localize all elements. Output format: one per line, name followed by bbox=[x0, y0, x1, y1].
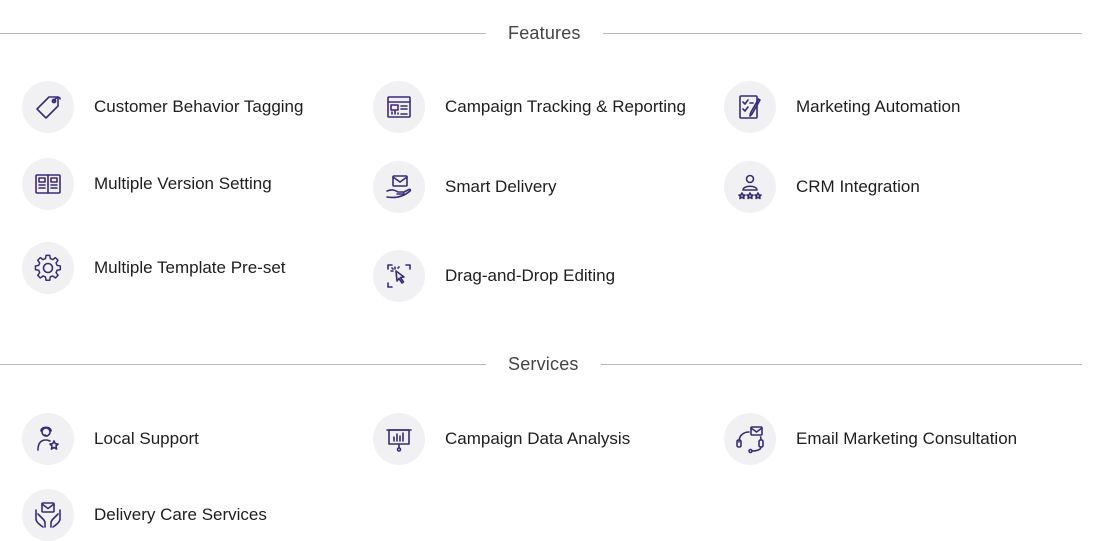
headset-mail-icon bbox=[724, 413, 776, 465]
checklist-icon bbox=[724, 81, 776, 133]
gear-icon bbox=[22, 242, 74, 294]
service-label: Email Marketing Consultation bbox=[796, 429, 1018, 448]
divider-line-right bbox=[602, 32, 1082, 34]
service-item-campaign-data-analysis: Campaign Data Analysis bbox=[373, 412, 630, 466]
feature-item-drag-and-drop-editing: Drag-and-Drop Editing bbox=[373, 249, 615, 303]
user-stars-icon bbox=[724, 161, 776, 213]
service-label: Campaign Data Analysis bbox=[445, 429, 631, 448]
divider-line-right bbox=[600, 363, 1082, 365]
feature-item-campaign-tracking: Campaign Tracking & Reporting bbox=[373, 80, 686, 134]
divider-line-left bbox=[0, 363, 486, 365]
hands-envelope-icon bbox=[22, 489, 74, 541]
feature-item-crm-integration: CRM Integration bbox=[724, 160, 920, 214]
feature-item-smart-delivery: Smart Delivery bbox=[373, 160, 556, 214]
service-item-local-support: Local Support bbox=[22, 412, 199, 466]
service-label: Delivery Care Services bbox=[94, 505, 267, 524]
services-title: Services bbox=[508, 353, 579, 374]
tag-icon bbox=[22, 81, 74, 133]
versions-icon bbox=[22, 158, 74, 210]
feature-label: Marketing Automation bbox=[796, 97, 961, 116]
feature-item-marketing-automation: Marketing Automation bbox=[724, 80, 960, 134]
feature-label: Multiple Version Setting bbox=[94, 174, 272, 193]
feature-item-multiple-version-setting: Multiple Version Setting bbox=[22, 157, 272, 211]
feature-label: CRM Integration bbox=[796, 177, 920, 196]
feature-label: Multiple Template Pre-set bbox=[94, 258, 286, 277]
services-divider: Services bbox=[0, 349, 1082, 379]
service-item-email-marketing-consultation: Email Marketing Consultation bbox=[724, 412, 1017, 466]
feature-item-customer-behavior-tagging: Customer Behavior Tagging bbox=[22, 80, 303, 134]
service-item-delivery-care-services: Delivery Care Services bbox=[22, 488, 267, 541]
hand-envelope-icon bbox=[373, 161, 425, 213]
feature-label: Drag-and-Drop Editing bbox=[445, 266, 616, 285]
service-label: Local Support bbox=[94, 429, 199, 448]
features-title: Features bbox=[508, 22, 581, 43]
divider-line-left bbox=[0, 32, 486, 34]
feature-item-multiple-template-preset: Multiple Template Pre-set bbox=[22, 241, 286, 295]
feature-label: Campaign Tracking & Reporting bbox=[445, 97, 686, 116]
feature-label: Customer Behavior Tagging bbox=[94, 97, 304, 116]
report-icon bbox=[373, 81, 425, 133]
cursor-click-icon bbox=[373, 250, 425, 302]
support-person-icon bbox=[22, 413, 74, 465]
presentation-chart-icon bbox=[373, 413, 425, 465]
feature-label: Smart Delivery bbox=[445, 177, 557, 196]
features-divider: Features bbox=[0, 18, 1082, 48]
